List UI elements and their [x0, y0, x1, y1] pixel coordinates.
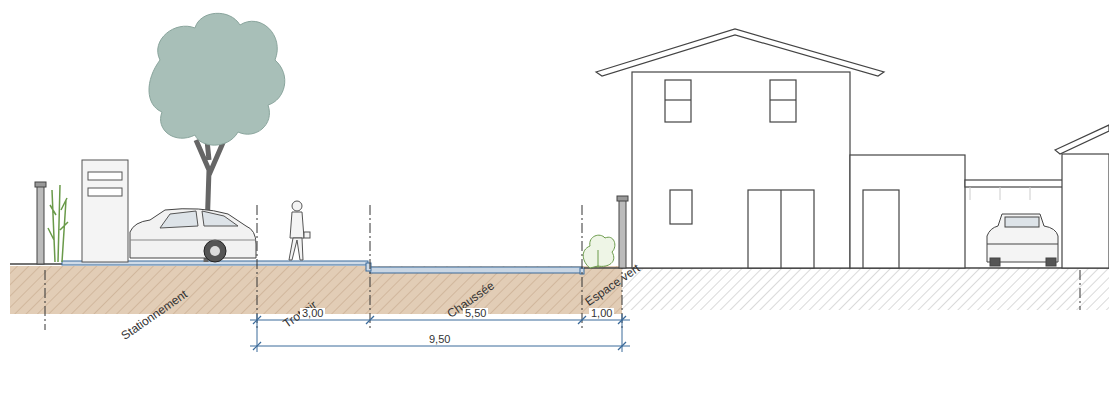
dimension-value: 5,50: [463, 308, 488, 319]
dimension-value: 3,00: [300, 308, 325, 319]
dimension-value: 9,50: [427, 334, 452, 345]
dimension-value: 1,00: [589, 308, 614, 319]
